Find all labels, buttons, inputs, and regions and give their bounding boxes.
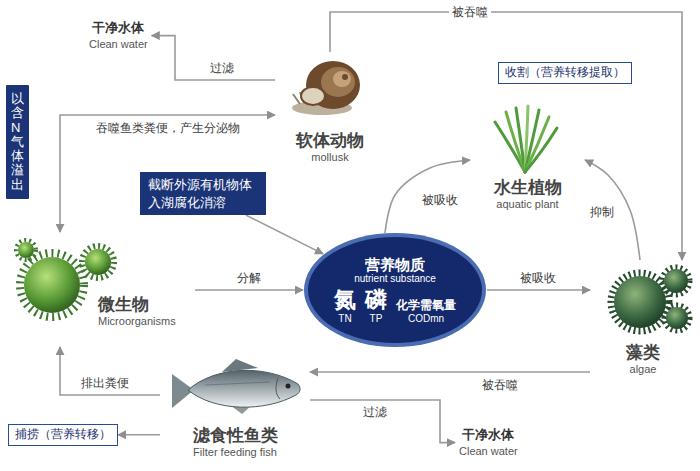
node-subtitle: mollusk — [311, 151, 348, 165]
fishing-box: 捕捞（营养转移） — [8, 424, 118, 446]
flow-arrow — [195, 289, 303, 291]
label-group: 微生物Microorganisms — [98, 294, 176, 329]
node-title: 微生物 — [98, 294, 149, 315]
measure-code: TN — [338, 313, 351, 325]
flow-arrow — [152, 36, 275, 80]
node-title: 干净水体 — [89, 20, 148, 37]
microorganism-node: 微生物Microorganisms — [10, 232, 195, 347]
ellipse-content: 营养物质nutrient substance 氮TN 磷TP 化学需氧量CODmn — [303, 232, 487, 348]
edge-label: 被吸收 — [517, 271, 559, 285]
ellipse-ring — [304, 233, 486, 347]
measure-code: CODmn — [408, 313, 444, 325]
flow-arrow — [60, 115, 275, 232]
edge-label: 排出粪便 — [78, 376, 132, 390]
flow-arrow — [585, 160, 640, 260]
ellipse-outline — [303, 232, 487, 348]
edge-label: 被吞噬 — [479, 378, 521, 392]
mollusk-picture — [292, 61, 360, 115]
clean-water-label: 干净水体Clean water — [455, 425, 522, 460]
measure-column: 氮TN — [334, 287, 356, 324]
ellipse-fill — [308, 237, 482, 343]
gas-release-box: 以含N气体溢出 — [6, 85, 29, 199]
label-group: 藻类algae — [590, 342, 696, 377]
aquatic-plant-node: 水生植物aquatic plant — [470, 105, 585, 220]
node-subtitle: Clean water — [89, 37, 148, 51]
label-group: 水生植物aquatic plant — [470, 177, 585, 212]
node-subtitle: nutrient substance — [354, 273, 436, 285]
box-label: 截断外源有机物体 入湖腐化消溶 — [148, 176, 258, 211]
flow-arrow — [310, 400, 455, 443]
flow-arrow — [310, 371, 590, 373]
edge-label: 过滤 — [360, 405, 390, 419]
edge-label: 吞噬鱼类粪便，产生分泌物 — [93, 121, 243, 135]
clean-water-label: 干净水体Clean water — [85, 18, 152, 53]
node-subtitle: Filter feeding fish — [193, 446, 277, 460]
flow-arrow — [118, 434, 160, 436]
box-label: 捕捞（营养转移） — [15, 427, 111, 443]
node-title: 干净水体 — [459, 427, 518, 444]
label-group: 软体动物mollusk — [275, 130, 385, 165]
measure-name: 化学需氧量 — [396, 299, 456, 313]
algae-picture — [611, 267, 690, 331]
flow-arrow — [385, 160, 470, 233]
fish-node: 滤食性鱼类Filter feeding fish — [160, 355, 310, 468]
edge-label: 被吸收 — [419, 193, 461, 207]
connector-group — [60, 12, 682, 443]
edge-label: 分解 — [234, 271, 264, 285]
flow-arrow — [487, 289, 590, 291]
measure-column: 化学需氧量CODmn — [396, 299, 456, 324]
flow-arrow — [60, 347, 160, 395]
label-group: 滤食性鱼类Filter feeding fish — [160, 425, 310, 460]
flow-arrow — [246, 215, 323, 254]
node-title: 软体动物 — [296, 130, 364, 151]
algae-node: 藻类algae — [590, 260, 696, 385]
fish-picture — [172, 359, 300, 414]
intercept-box: 截断外源有机物体 入湖腐化消溶 — [140, 172, 266, 215]
flow-arrow — [330, 12, 682, 260]
measure-column: 磷TP — [365, 287, 387, 324]
measure-row: 氮TN 磷TP 化学需氧量CODmn — [334, 287, 456, 324]
mollusk-node: 软体动物mollusk — [275, 52, 385, 180]
edge-label: 被吞噬 — [449, 5, 491, 19]
node-subtitle: algae — [630, 363, 657, 377]
node-title: 滤食性鱼类 — [193, 425, 278, 446]
measure-name: 氮 — [334, 287, 356, 312]
node-subtitle: aquatic plant — [496, 198, 558, 212]
nutrient-ellipse: 营养物质nutrient substance 氮TN 磷TP 化学需氧量CODmn — [303, 232, 487, 348]
node-title: 营养物质 — [365, 256, 425, 273]
node-subtitle: Clean water — [459, 444, 518, 458]
node-subtitle: Microorganisms — [98, 315, 176, 329]
edge-label: 抑制 — [587, 205, 617, 219]
measure-name: 磷 — [365, 287, 387, 312]
node-title: 水生植物 — [494, 177, 562, 198]
box-label: 收割（营养转移提取） — [505, 65, 625, 81]
aquatic-plant-picture — [495, 106, 557, 172]
node-title: 藻类 — [626, 342, 660, 363]
vertical-label: 以含N气体溢出 — [11, 92, 24, 192]
edge-label: 过滤 — [207, 61, 237, 75]
harvest-box: 收割（营养转移提取） — [498, 62, 632, 84]
measure-code: TP — [370, 313, 383, 325]
